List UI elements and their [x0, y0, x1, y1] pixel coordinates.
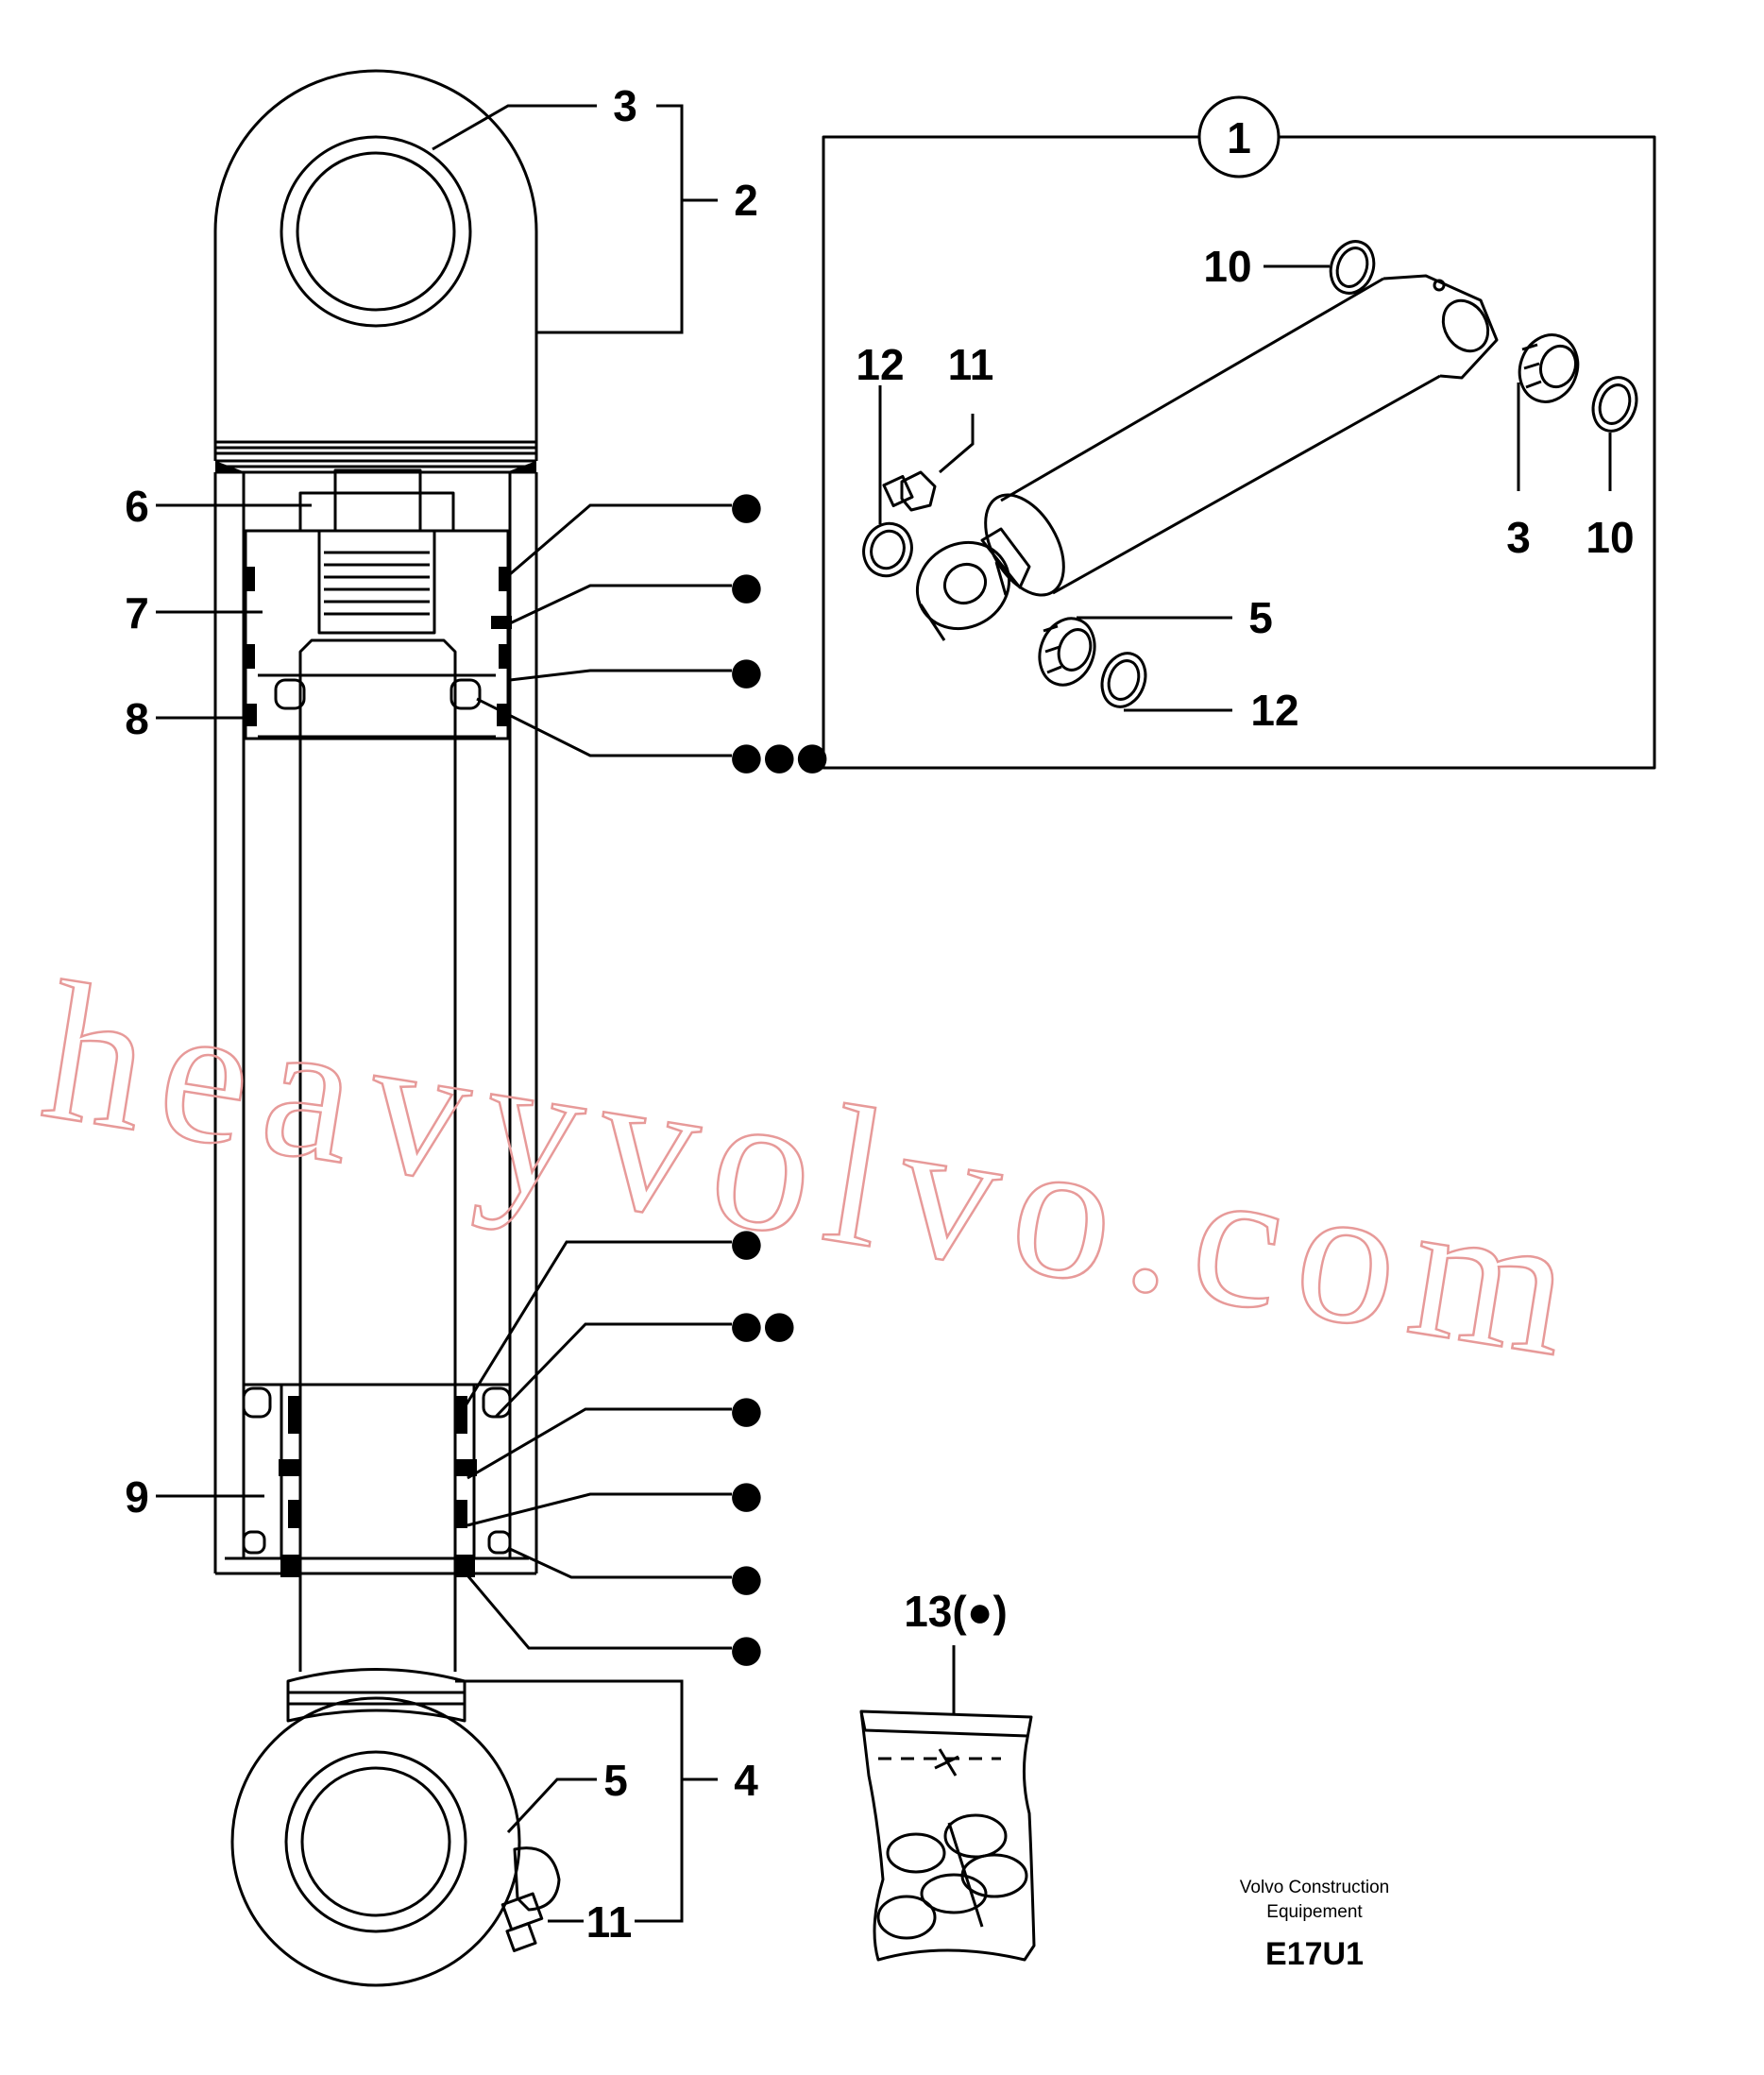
diagram-code: E17U1	[1265, 1936, 1364, 1972]
callout-5-inset: 5	[1248, 593, 1273, 642]
seal-blocks	[215, 461, 536, 1577]
marker-7: ●	[730, 1388, 763, 1432]
callout-3-inset: 3	[1506, 513, 1531, 562]
marker-2: ●	[730, 565, 763, 608]
cylinder-head-eye	[213, 69, 538, 474]
piston-assembly	[244, 468, 510, 740]
callout-11-inset: 11	[948, 340, 994, 389]
inset-seal-ring-10-top	[1329, 240, 1376, 295]
marker-4: ●●●	[730, 735, 829, 778]
kit-inset-box	[822, 135, 1656, 770]
grease-nipple-bottom	[500, 1846, 561, 1952]
callout-7: 7	[125, 588, 149, 638]
inset-seal-ring-10-right	[1591, 376, 1638, 433]
inset-seal-ring-12-bottom	[1100, 652, 1147, 708]
exploded-cylinder	[915, 274, 1499, 641]
callout-8: 8	[125, 694, 149, 743]
callout-10-inset-top: 10	[1203, 242, 1251, 291]
marker-5: ●	[730, 1221, 763, 1265]
callout-1: 1	[1227, 113, 1251, 162]
callout-5-bottom: 5	[603, 1756, 628, 1805]
callout-circle-1: 1	[1197, 95, 1281, 179]
inset-seal-ring-12-left	[862, 521, 913, 578]
callout-12-inset-left: 12	[856, 340, 904, 389]
piston-rod	[286, 638, 466, 1723]
seal-kit-bag	[859, 1709, 1036, 1962]
rod-eye	[230, 1696, 521, 1987]
footer: Volvo Construction Equipement E17U1	[1240, 1878, 1389, 1972]
watermark: heavyvolvo.com	[31, 941, 1601, 1401]
callout-4: 4	[734, 1756, 758, 1805]
marker-8: ●	[730, 1473, 763, 1517]
marker-1: ●	[730, 485, 763, 528]
callout-11-bottom: 11	[586, 1897, 633, 1947]
marker-9: ●	[730, 1556, 763, 1600]
inset-bushing-3	[1518, 333, 1580, 403]
marker-6: ●●	[730, 1303, 796, 1347]
marker-3: ●	[730, 650, 763, 693]
inset-bushing-5	[1038, 617, 1096, 687]
callout-13-seal-kit: 13(●)	[904, 1587, 1008, 1636]
company-name-line1: Volvo Construction	[1240, 1878, 1389, 1897]
seal-kit-markers: ● ● ● ●●● ● ●● ● ● ● ●	[730, 485, 829, 1671]
company-name-line2: Equipement	[1266, 1902, 1363, 1922]
callout-3-top: 3	[613, 81, 637, 130]
callout-6: 6	[125, 482, 149, 531]
leader-lines	[156, 104, 1612, 1923]
callout-12-inset-bottom: 12	[1250, 686, 1298, 735]
callout-labels: 3 2 6 7 8 9 5 4 11 10 12 11 3 10 5 12 13…	[125, 81, 1634, 1947]
inset-grease-nipple-11	[882, 470, 937, 512]
callout-9: 9	[125, 1472, 149, 1522]
marker-10: ●	[730, 1627, 763, 1671]
callout-2: 2	[734, 176, 758, 225]
callout-10-inset-right: 10	[1586, 513, 1634, 562]
